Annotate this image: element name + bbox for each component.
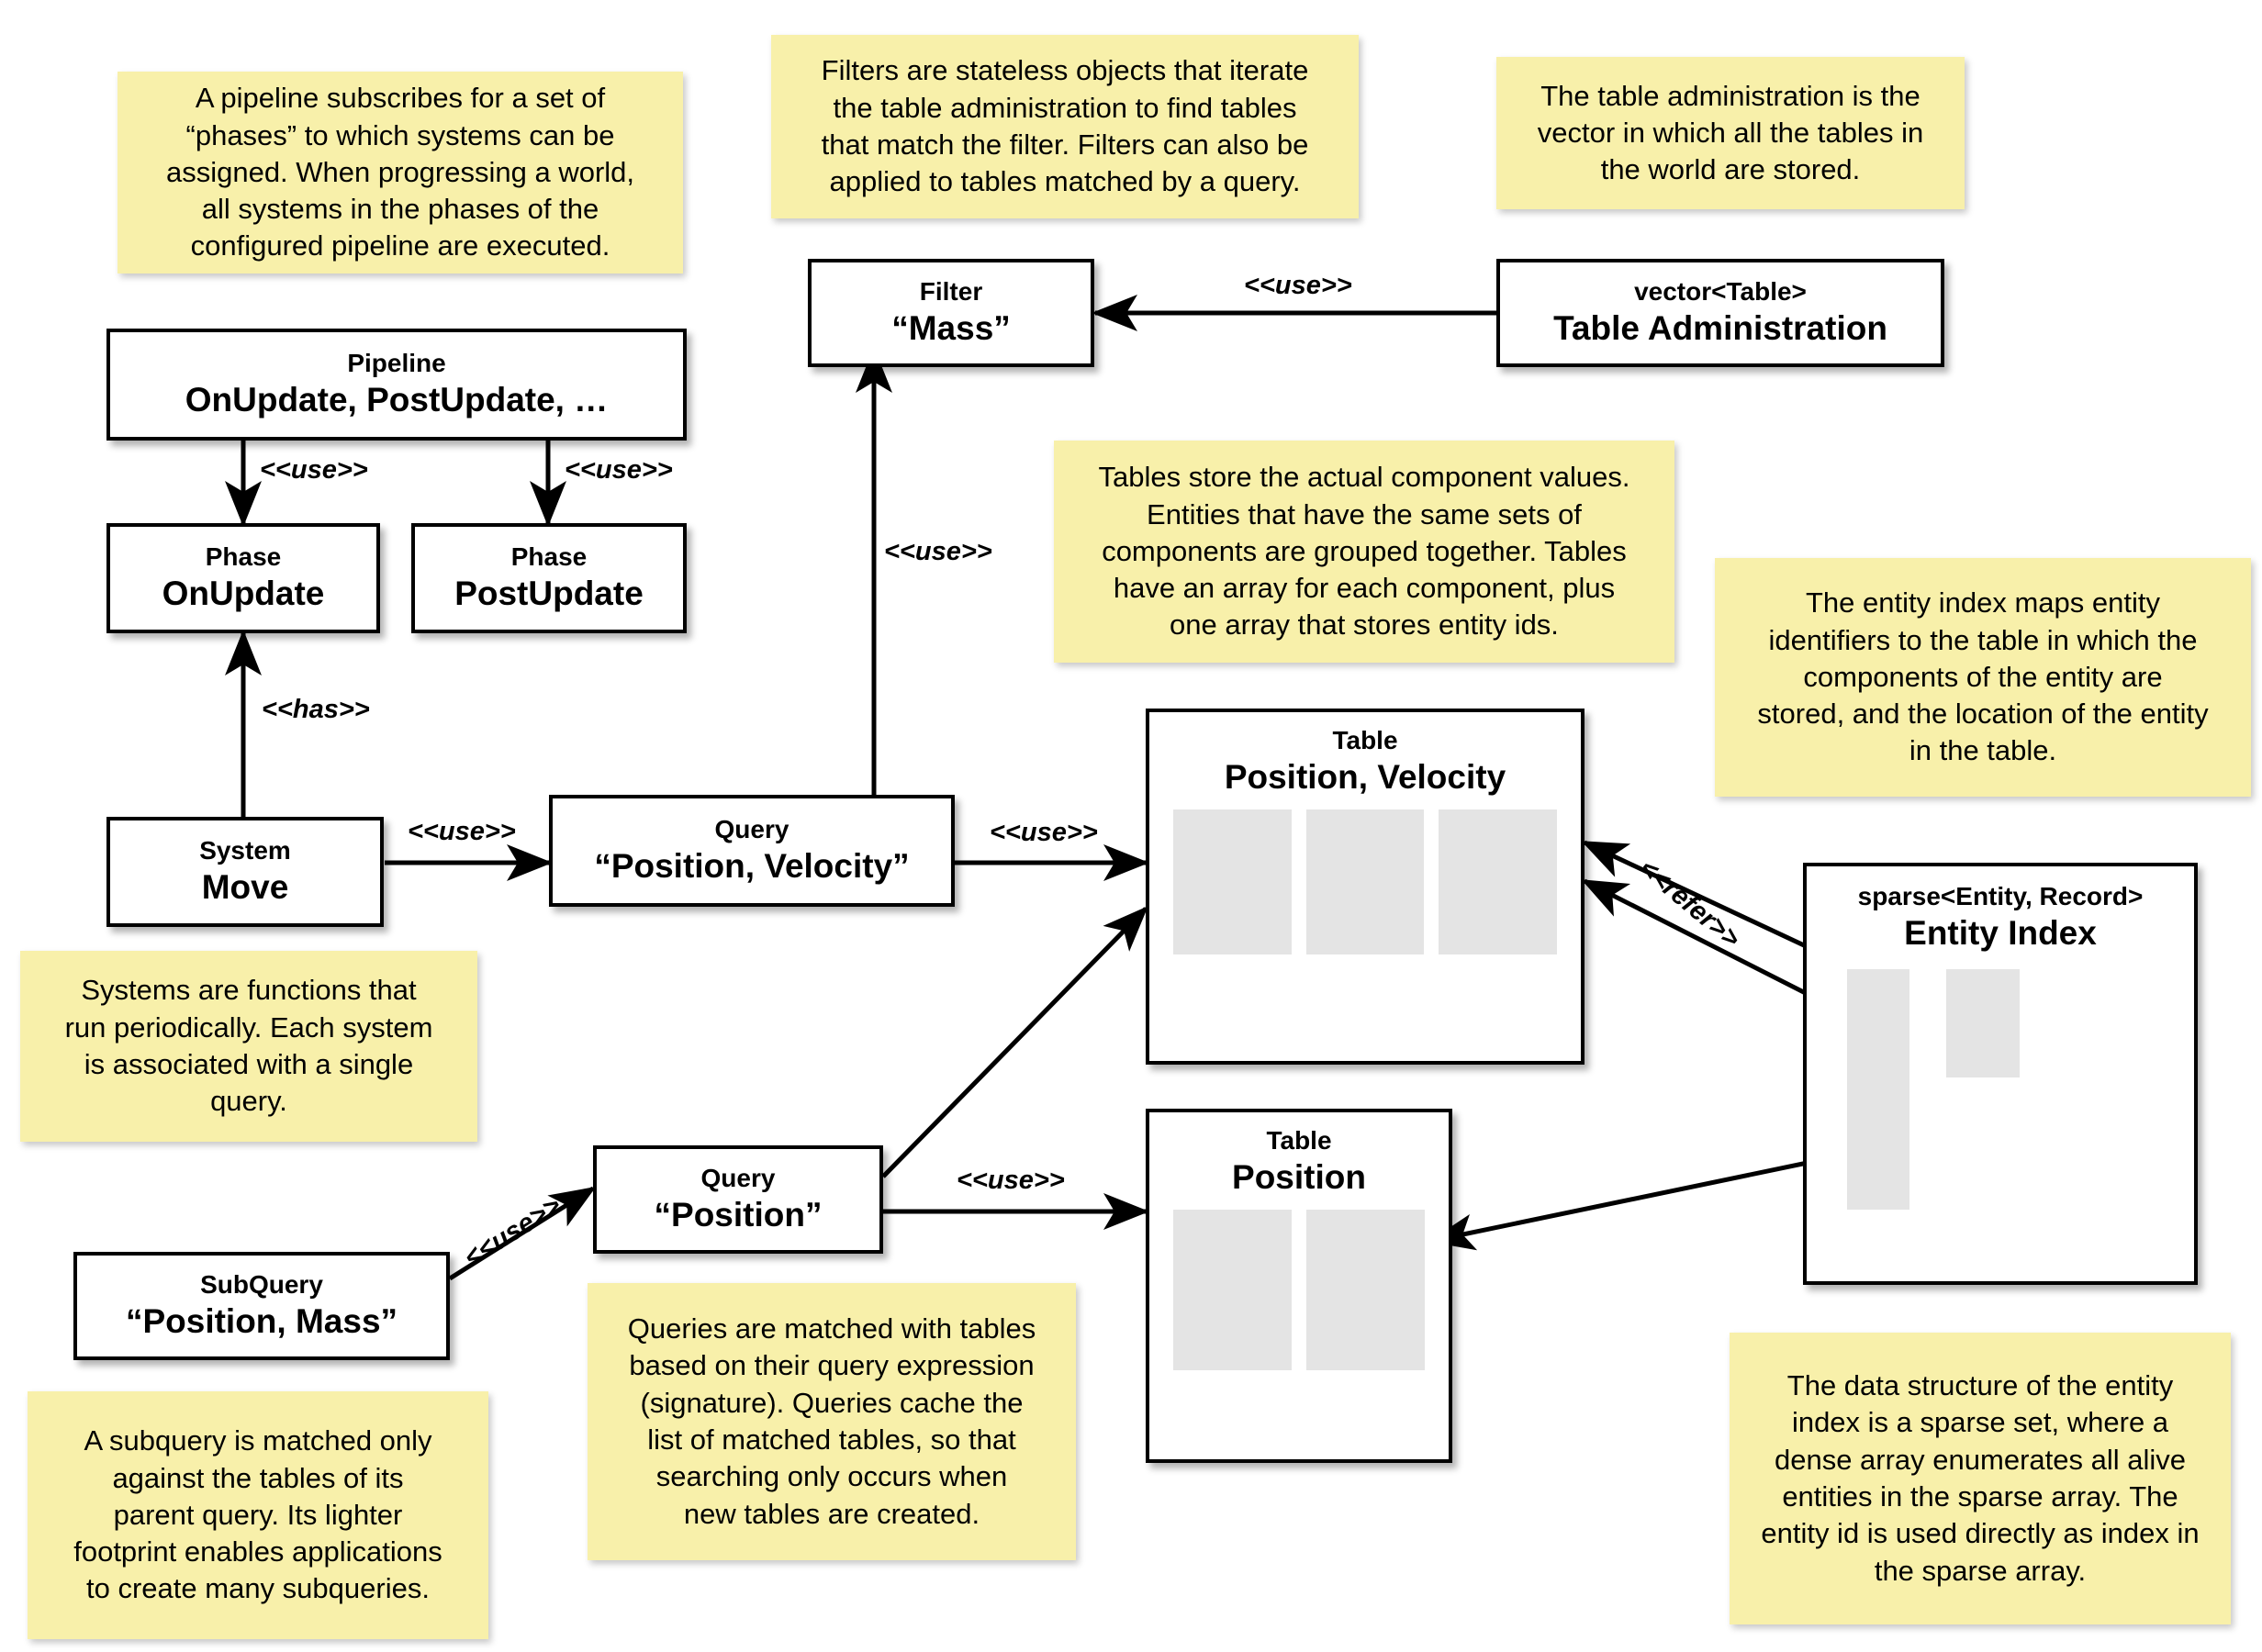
box-table-position-stereotype: Table <box>1266 1126 1332 1155</box>
edge-entityindex-to-table-p <box>1428 1152 1848 1251</box>
entity-index-sparse-array <box>1946 969 2020 1077</box>
box-table-position[interactable]: Table Position <box>1146 1109 1452 1463</box>
box-pipeline-stereotype: Pipeline <box>347 348 446 377</box>
edge-label-pipeline-to-postupdate: <<use>> <box>565 455 673 485</box>
box-subquery-position-mass-stereotype: SubQuery <box>200 1269 323 1299</box>
table-column <box>1173 1210 1292 1371</box>
edge-label-tableadmin-to-filter: <<use>> <box>1244 271 1352 300</box>
box-subquery-position-mass[interactable]: SubQuery “Position, Mass” <box>73 1252 450 1360</box>
table-position-velocity-columns <box>1149 809 1581 955</box>
edge-label-query-p-to-table: <<use>> <box>957 1166 1065 1195</box>
box-system-move-stereotype: System <box>199 835 291 865</box>
box-phase-postupdate[interactable]: Phase PostUpdate <box>411 523 687 633</box>
table-column <box>1173 809 1292 955</box>
box-query-position-velocity-name: “Position, Velocity” <box>594 846 910 885</box>
edge-label-entityindex-to-table: <<refer>> <box>1633 854 1746 954</box>
box-table-position-velocity-name: Position, Velocity <box>1224 757 1506 796</box>
box-query-position-velocity-stereotype: Query <box>714 814 789 843</box>
box-phase-postupdate-stereotype: Phase <box>510 541 588 571</box>
edge-label-system-to-query: <<use>> <box>408 817 516 846</box>
table-column <box>1305 809 1425 955</box>
box-entity-index[interactable]: sparse<Entity, Record> Entity Index <box>1803 863 2198 1285</box>
box-table-administration-stereotype: vector<Table> <box>1634 276 1807 306</box>
box-table-position-name: Position <box>1232 1157 1366 1196</box>
box-filter-mass-stereotype: Filter <box>919 276 983 306</box>
note-filters: Filters are stateless objects that itera… <box>771 35 1359 218</box>
box-phase-onupdate-stereotype: Phase <box>205 541 282 571</box>
table-column <box>1306 1210 1425 1371</box>
box-system-move-name: Move <box>201 867 289 906</box>
note-pipeline: A pipeline subscribes for a set of “phas… <box>118 72 683 273</box>
table-position-columns <box>1149 1210 1449 1371</box>
box-entity-index-name: Entity Index <box>1904 913 2097 952</box>
entity-index-dense-array <box>1847 969 1909 1210</box>
box-phase-onupdate-name: OnUpdate <box>162 574 325 612</box>
box-query-position-velocity[interactable]: Query “Position, Velocity” <box>549 795 955 907</box>
note-sparse-set: The data structure of the entity index i… <box>1730 1333 2231 1624</box>
box-pipeline-name: OnUpdate, PostUpdate, … <box>185 380 609 419</box>
box-query-position[interactable]: Query “Position” <box>593 1145 883 1254</box>
box-system-move[interactable]: System Move <box>106 817 384 927</box>
table-column <box>1439 809 1558 955</box>
note-subquery: A subquery is matched only against the t… <box>28 1391 488 1639</box>
box-filter-mass-name: “Mass” <box>891 308 1011 347</box>
note-entity-index: The entity index maps entity identifiers… <box>1715 558 2251 797</box>
box-phase-onupdate[interactable]: Phase OnUpdate <box>106 523 380 633</box>
box-table-administration-name: Table Administration <box>1553 308 1887 347</box>
box-filter-mass[interactable]: Filter “Mass” <box>808 259 1094 367</box>
edge-label-pipeline-to-onupdate: <<use>> <box>260 455 368 485</box>
edge-label-system-to-phase: <<has>> <box>262 695 370 724</box>
box-phase-postupdate-name: PostUpdate <box>454 574 644 612</box>
edge-label-subquery-to-query: <<use>> <box>459 1190 566 1274</box>
box-query-position-name: “Position” <box>654 1195 823 1233</box>
note-table-administration: The table administration is the vector i… <box>1496 57 1965 209</box>
note-systems: Systems are functions that run periodica… <box>20 951 477 1142</box>
box-entity-index-stereotype: sparse<Entity, Record> <box>1857 882 2144 910</box>
note-queries: Queries are matched with tables based on… <box>588 1283 1076 1560</box>
box-subquery-position-mass-name: “Position, Mass” <box>125 1301 398 1340</box>
box-table-position-velocity-stereotype: Table <box>1332 726 1398 754</box>
box-table-position-velocity[interactable]: Table Position, Velocity <box>1146 709 1585 1065</box>
edge-label-query-to-filter: <<use>> <box>884 537 992 566</box>
box-pipeline[interactable]: Pipeline OnUpdate, PostUpdate, … <box>106 329 687 441</box>
edge-label-query-pv-to-table: <<use>> <box>990 818 1098 847</box>
edge-query-p-to-table-pv <box>881 906 1148 1178</box>
note-tables: Tables store the actual component values… <box>1054 441 1674 663</box>
box-query-position-stereotype: Query <box>700 1163 776 1192</box>
box-table-administration[interactable]: vector<Table> Table Administration <box>1496 259 1944 367</box>
